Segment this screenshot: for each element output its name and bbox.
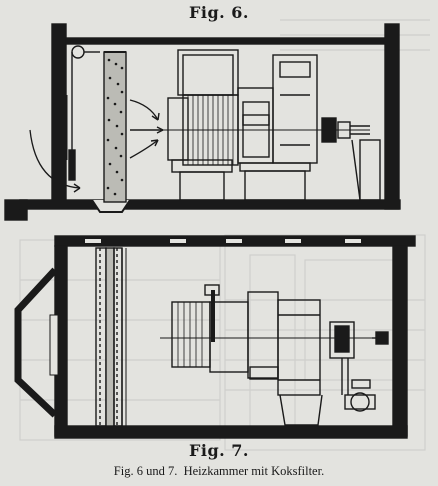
fan-inlet [167,97,189,161]
figure-7-drawing [14,235,416,439]
bottom-wall [54,425,408,439]
floor [19,199,401,210]
intake-hood [14,267,58,418]
right-wall-plan [392,245,408,437]
caption-text: Heizkammer mit Koksfilter. [183,464,325,478]
caption-prefix: Fig. 6 und 7. [113,464,178,478]
left-wall [51,23,67,202]
fan-impeller-plan [209,301,249,373]
figure-7-title: Fig. 7. [189,441,249,460]
figure-6-title: Fig. 6. [189,3,249,22]
right-wall [384,23,400,210]
motor-plan [277,299,321,396]
belt-pulley [344,394,376,410]
coke-filter-plan [95,247,107,427]
figure-6-drawing [4,23,401,221]
fan-frame [177,49,239,96]
figure-caption: Fig. 6 und 7. Heizkammer mit Koksfilter. [0,464,438,479]
